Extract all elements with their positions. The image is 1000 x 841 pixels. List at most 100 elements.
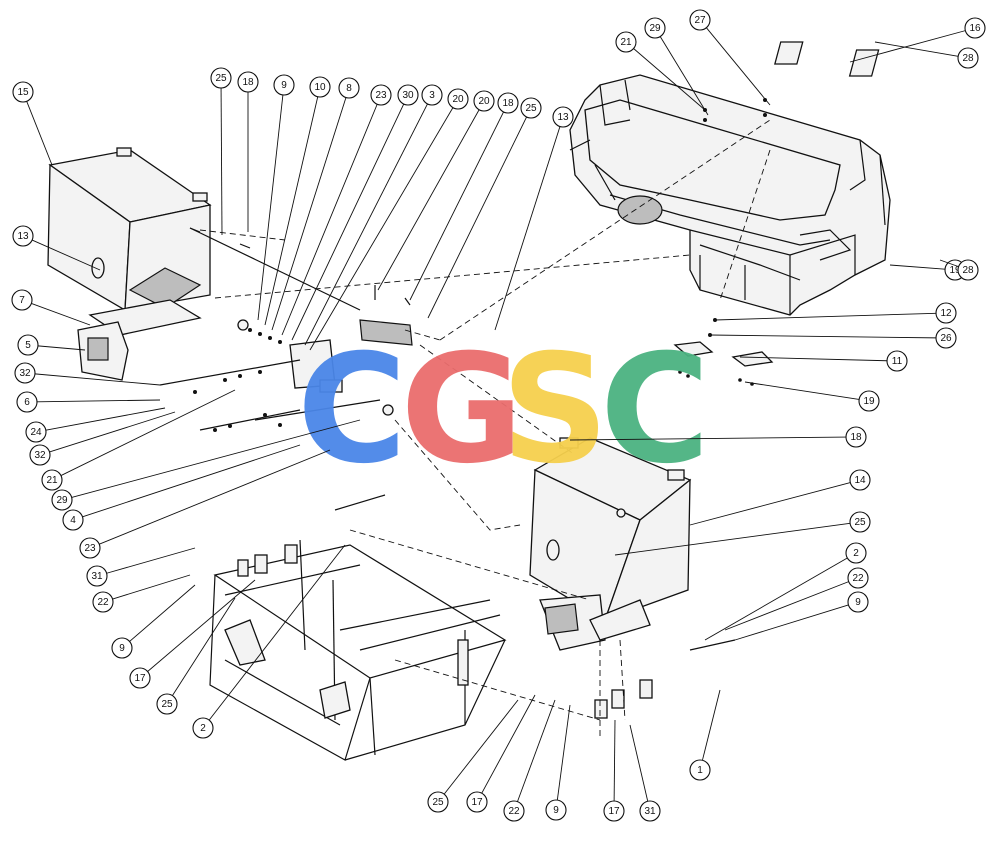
callout-c25d: 25: [614, 511, 871, 556]
truck-fastener-group: [673, 41, 880, 386]
callout-balloon: [14, 362, 36, 384]
callout-c13b: 13: [12, 225, 101, 271]
callout-number: 18: [850, 432, 862, 443]
callout-leader: [34, 373, 161, 386]
callout-balloon: [552, 106, 574, 128]
callout-c7: 7: [11, 289, 91, 326]
callout-number: 4: [70, 515, 76, 526]
callout-leader: [147, 579, 256, 672]
callout-number: 5: [25, 340, 31, 351]
callout-balloon: [427, 791, 449, 813]
callout-c25a: 25: [210, 67, 232, 236]
callout-c17b: 17: [466, 694, 536, 813]
callout-c13a: 13: [494, 106, 574, 331]
callout-c29b: 29: [644, 17, 709, 116]
callout-number: 25: [215, 73, 227, 84]
callout-leader: [309, 107, 454, 351]
callout-balloon: [886, 350, 908, 372]
callout-balloon: [845, 426, 867, 448]
callout-number: 9: [119, 643, 125, 654]
callout-balloon: [689, 759, 711, 781]
callout-balloon: [935, 327, 957, 349]
callout-leader: [82, 444, 301, 518]
callout-leader: [701, 689, 721, 761]
callout-c21b: 21: [615, 31, 706, 111]
callout-balloon: [847, 567, 869, 589]
callout-leader: [257, 94, 284, 321]
callout-balloon: [309, 76, 331, 98]
callout-c18c: 18: [569, 426, 867, 448]
callout-balloon: [86, 565, 108, 587]
callout-balloon: [421, 84, 443, 106]
callout-c26: 26: [709, 327, 957, 349]
callout-c4: 4: [62, 444, 301, 531]
hopper-assembly-right: [529, 437, 692, 651]
callout-c28b: 28: [939, 259, 979, 281]
callout-leader: [939, 259, 959, 268]
callout-number: 21: [620, 37, 632, 48]
callout-number: 25: [854, 517, 866, 528]
callout-c11: 11: [739, 350, 908, 372]
callout-balloon: [503, 800, 525, 822]
callout-leader: [291, 103, 405, 341]
callout-balloon: [615, 31, 637, 53]
callout-c22c: 22: [503, 699, 556, 822]
callout-leader: [714, 312, 937, 321]
callout-balloon: [497, 92, 519, 114]
callout-balloon: [338, 77, 360, 99]
callout-number: 23: [84, 543, 96, 554]
callout-leader: [706, 27, 771, 106]
callout-number: 2: [853, 548, 859, 559]
callout-c19b: 19: [744, 381, 880, 412]
callout-c29a: 29: [51, 419, 361, 511]
callout-c32b: 32: [29, 411, 176, 466]
callout-balloon: [17, 334, 39, 356]
callout-balloon: [689, 9, 711, 31]
callout-number: 13: [17, 231, 29, 242]
callout-number: 19: [949, 265, 961, 276]
callout-number: 17: [471, 797, 483, 808]
callout-number: 9: [553, 805, 559, 816]
callout-c32a: 32: [14, 362, 161, 386]
callout-balloon: [129, 667, 151, 689]
callout-c20a: 20: [309, 88, 469, 351]
callout-leader: [889, 264, 946, 270]
callout-c31b: 31: [629, 724, 661, 822]
callout-balloon: [935, 302, 957, 324]
callout-leader: [443, 699, 519, 795]
callout-balloon: [210, 67, 232, 89]
callout-balloon: [25, 421, 47, 443]
callout-c25b: 25: [427, 97, 542, 319]
callout-number: 29: [649, 23, 661, 34]
callout-number: 19: [863, 396, 875, 407]
callout-c18a: 18: [237, 71, 259, 232]
callout-c27: 27: [689, 9, 771, 106]
watermark-letter-c1: C: [297, 323, 407, 497]
callout-number: 22: [852, 573, 864, 584]
callout-number: 31: [91, 571, 103, 582]
callout-balloon: [520, 97, 542, 119]
callout-number: 2: [200, 723, 206, 734]
callout-c25e: 25: [427, 699, 519, 813]
callout-balloon: [957, 259, 979, 281]
watermark-letter-c2: C: [600, 323, 710, 497]
callout-c1: 1: [689, 689, 721, 781]
callout-leader: [60, 389, 236, 476]
callout-number: 10: [314, 82, 326, 93]
callout-leader: [271, 97, 347, 331]
callout-c9b: 9: [111, 584, 196, 659]
callout-balloon: [51, 489, 73, 511]
callout-number: 18: [242, 77, 254, 88]
callout-c24: 24: [25, 407, 166, 443]
callout-c21a: 21: [41, 389, 236, 491]
callout-leader: [220, 87, 223, 236]
callout-balloon: [847, 591, 869, 613]
callout-balloon: [858, 390, 880, 412]
callout-number: 18: [502, 98, 514, 109]
callout-number: 31: [644, 806, 656, 817]
callout-c25c: 25: [156, 597, 236, 715]
callout-leader: [633, 48, 706, 111]
mounting-frame: [209, 494, 736, 761]
truck-body-frame: [569, 74, 891, 316]
